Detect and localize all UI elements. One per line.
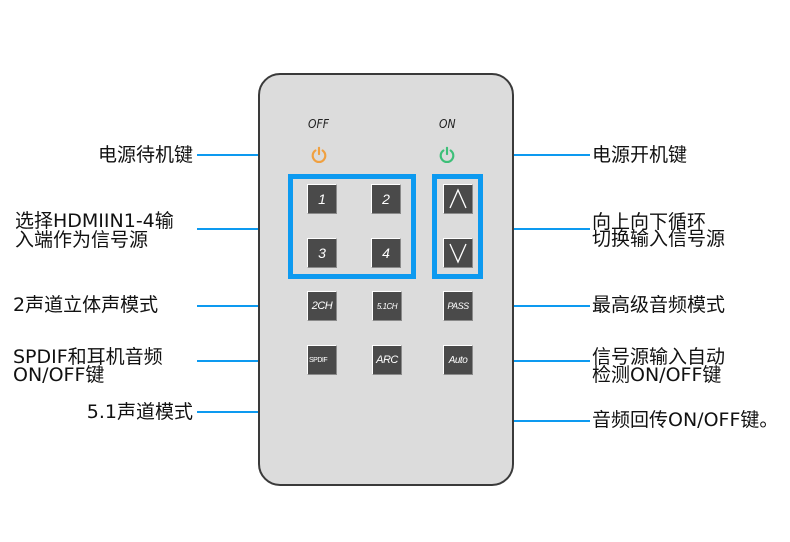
callout-arc: 音频回传ON/OFF键。 [592,409,779,431]
chevron-down-icon [449,243,467,264]
input-3-button[interactable]: 3 [307,238,337,268]
input-4-button[interactable]: 4 [371,238,401,268]
remote-control [258,73,514,486]
callout-standby: 电源待机键 [97,144,193,166]
callout-auto-line1: 信号源输入自动 [592,346,726,368]
pass-button[interactable]: PASS [443,291,473,321]
callout-spdif-line1: SPDIF和耳机音频 [13,346,163,368]
callout-power-on: 电源开机键 [592,144,688,166]
cycle-frame [432,174,483,279]
input-select-frame [288,174,416,279]
power-icon[interactable] [310,146,328,164]
callout-cycle-line2: 切换输入信号源 [592,228,726,250]
down-button[interactable] [443,238,473,268]
2ch-button[interactable]: 2CH [307,291,337,321]
chevron-up-icon [449,188,467,209]
spdif-button[interactable]: SPDIF [307,345,337,375]
callout-pass: 最高级音频模式 [592,294,726,316]
auto-button[interactable]: Auto [443,345,473,375]
callout-spdif-line2: ON/OFF键 [13,364,105,386]
input-2-button[interactable]: 2 [371,184,401,214]
callout-hdmi-line1: 选择HDMIIN1-4输 [15,210,174,232]
callout-stereo: 2声道立体声模式 [13,294,159,316]
callout-cycle-line1: 向上向下循环 [592,211,707,233]
callout-surround: 5.1声道模式 [86,401,193,423]
on-label: ON [439,117,456,131]
off-label: OFF [308,117,329,131]
callout-hdmi-line2: 入端作为信号源 [15,229,149,251]
arc-button[interactable]: ARC [372,345,402,375]
5-1ch-button[interactable]: 5.1CH [372,291,402,321]
input-1-button[interactable]: 1 [307,184,337,214]
power-icon[interactable] [438,146,456,164]
callout-auto-line2: 检测ON/OFF键 [592,364,722,386]
up-button[interactable] [443,184,473,214]
